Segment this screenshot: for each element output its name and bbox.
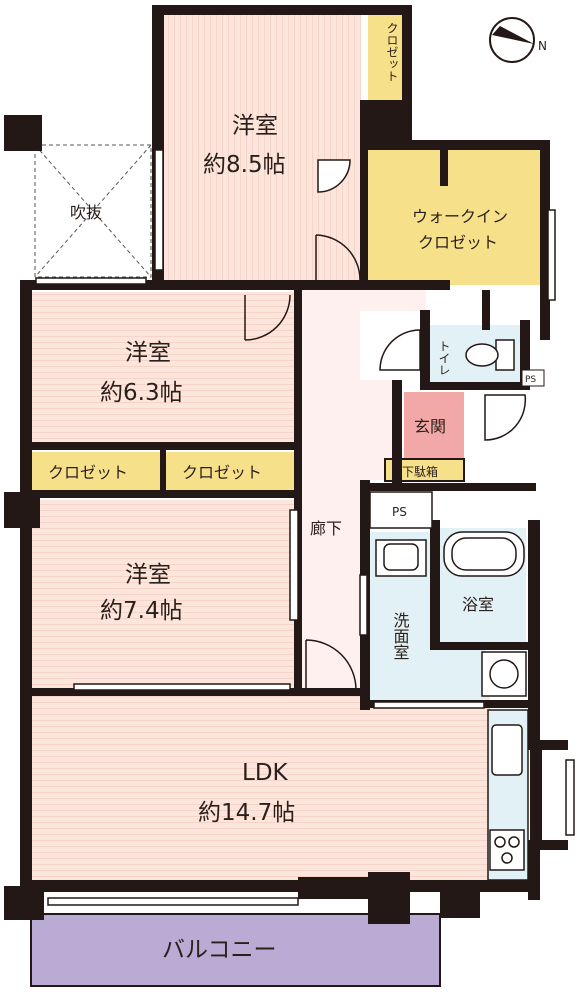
ldk-name: LDK <box>242 760 289 786</box>
toilet-fixture <box>465 339 515 371</box>
closet-left-label: クロゼット <box>48 463 128 482</box>
doors <box>244 159 527 691</box>
balcony-label: バルコニー <box>162 937 277 963</box>
closet-top-floor <box>368 14 402 102</box>
compass: N <box>489 17 547 63</box>
shoe-box-label: 下駄箱 <box>402 464 438 479</box>
stove <box>489 829 525 871</box>
western-room-2-name: 洋室 <box>125 340 171 366</box>
bath-label: 浴室 <box>462 595 494 614</box>
walk-in-closet-line2: クロゼット <box>418 233 498 252</box>
closet-left-floor <box>31 452 160 490</box>
walk-in-closet-floor <box>366 150 542 285</box>
pillar <box>4 886 44 920</box>
ldk-size: 約14.7帖 <box>198 800 295 826</box>
ps-label-2: PS <box>392 505 407 519</box>
hallway-floor-main <box>300 287 360 690</box>
closet-right-label: クロゼット <box>182 463 262 482</box>
compass-needle-icon <box>492 26 534 44</box>
entrance-floor <box>404 392 464 459</box>
western-room-3-floor <box>31 500 295 688</box>
bathtub <box>443 531 525 577</box>
washroom-label: 洗面室 <box>391 612 410 660</box>
western-room-1-size: 約8.5帖 <box>203 152 286 178</box>
void-label: 吹抜 <box>70 203 102 222</box>
wash-basin <box>375 539 427 577</box>
windows <box>35 149 575 906</box>
balcony-floor <box>30 913 441 987</box>
pillar <box>4 492 40 528</box>
void-cross <box>34 144 152 278</box>
compass-icon <box>489 17 535 63</box>
western-room-2-floor <box>31 292 295 442</box>
closet-right-floor <box>166 452 294 490</box>
ps-box-2 <box>369 491 433 529</box>
kitchen-sink <box>491 724 523 776</box>
entrance-label: 玄関 <box>414 417 446 436</box>
pillar <box>440 884 480 918</box>
western-room-2-size: 約6.3帖 <box>100 380 183 406</box>
hallway-label: 廊下 <box>310 519 342 538</box>
western-room-1-floor <box>163 14 361 280</box>
walk-in-closet-line1: ウォークイン <box>412 207 508 226</box>
ldk-floor <box>31 694 490 884</box>
compass-label: N <box>538 39 547 53</box>
toilet-label: トイレ <box>437 340 451 376</box>
ps-label-1: PS <box>525 375 536 385</box>
pillar <box>4 115 42 151</box>
washing-machine <box>481 651 527 697</box>
closet-top-label: クロゼット <box>385 22 399 82</box>
western-room-1-name: 洋室 <box>232 113 278 139</box>
shoe-box <box>384 458 465 482</box>
ps-box-1 <box>521 369 545 387</box>
western-room-3-name: 洋室 <box>125 562 171 588</box>
western-room-3-size: 約7.4帖 <box>100 598 183 624</box>
